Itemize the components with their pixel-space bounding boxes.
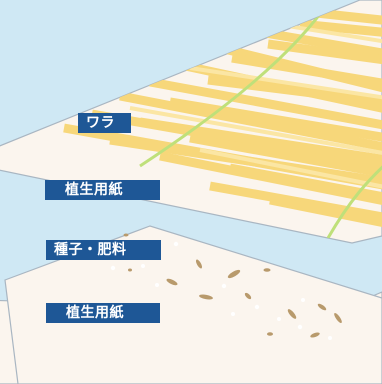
seed xyxy=(244,292,252,300)
fertilizer-granule xyxy=(141,264,145,268)
straw-strand xyxy=(189,133,382,181)
fertilizer-granule xyxy=(155,283,159,287)
seed xyxy=(195,259,203,269)
grass-stem xyxy=(326,158,382,239)
seed xyxy=(123,233,129,237)
fertilizer-granule xyxy=(254,304,260,310)
seed-scatter xyxy=(123,233,342,338)
seed xyxy=(128,268,132,272)
fertilizer-granule xyxy=(231,312,235,316)
seed xyxy=(263,268,271,272)
straw-strand xyxy=(229,163,382,205)
seed xyxy=(227,269,241,279)
straw-strand xyxy=(207,75,382,109)
straw-strand xyxy=(299,19,382,39)
label-bottom-paper: 植生用紙 xyxy=(46,303,160,323)
straw-strand xyxy=(231,53,382,91)
label-seed-fertilizer: 種子・肥料 xyxy=(46,240,161,260)
fertilizer-granule xyxy=(173,241,179,247)
straw-strand xyxy=(189,66,382,102)
straw-strand xyxy=(139,117,382,167)
label-top-paper: 植生用紙 xyxy=(45,180,160,200)
fertilizer-granule xyxy=(277,317,281,321)
fertilizer-granule xyxy=(328,336,332,340)
straw-strand xyxy=(169,97,382,145)
seed xyxy=(287,309,297,319)
label-straw: ワラ xyxy=(78,113,131,133)
straw-strand xyxy=(119,91,382,155)
fertilizer-granule xyxy=(301,298,305,302)
seed xyxy=(267,332,273,336)
seed xyxy=(334,312,342,324)
seed xyxy=(199,294,213,300)
straw-strand xyxy=(129,106,382,158)
straw-strand xyxy=(149,77,382,133)
fertilizer-granule xyxy=(221,283,227,289)
fertilizer-scatter xyxy=(110,241,332,340)
seed xyxy=(166,278,178,286)
seed xyxy=(310,332,320,338)
grass-stem xyxy=(139,0,332,168)
fertilizer-granule xyxy=(297,324,303,330)
straw-strand xyxy=(269,195,382,231)
seed xyxy=(317,303,327,311)
fertilizer-granule xyxy=(110,265,116,271)
